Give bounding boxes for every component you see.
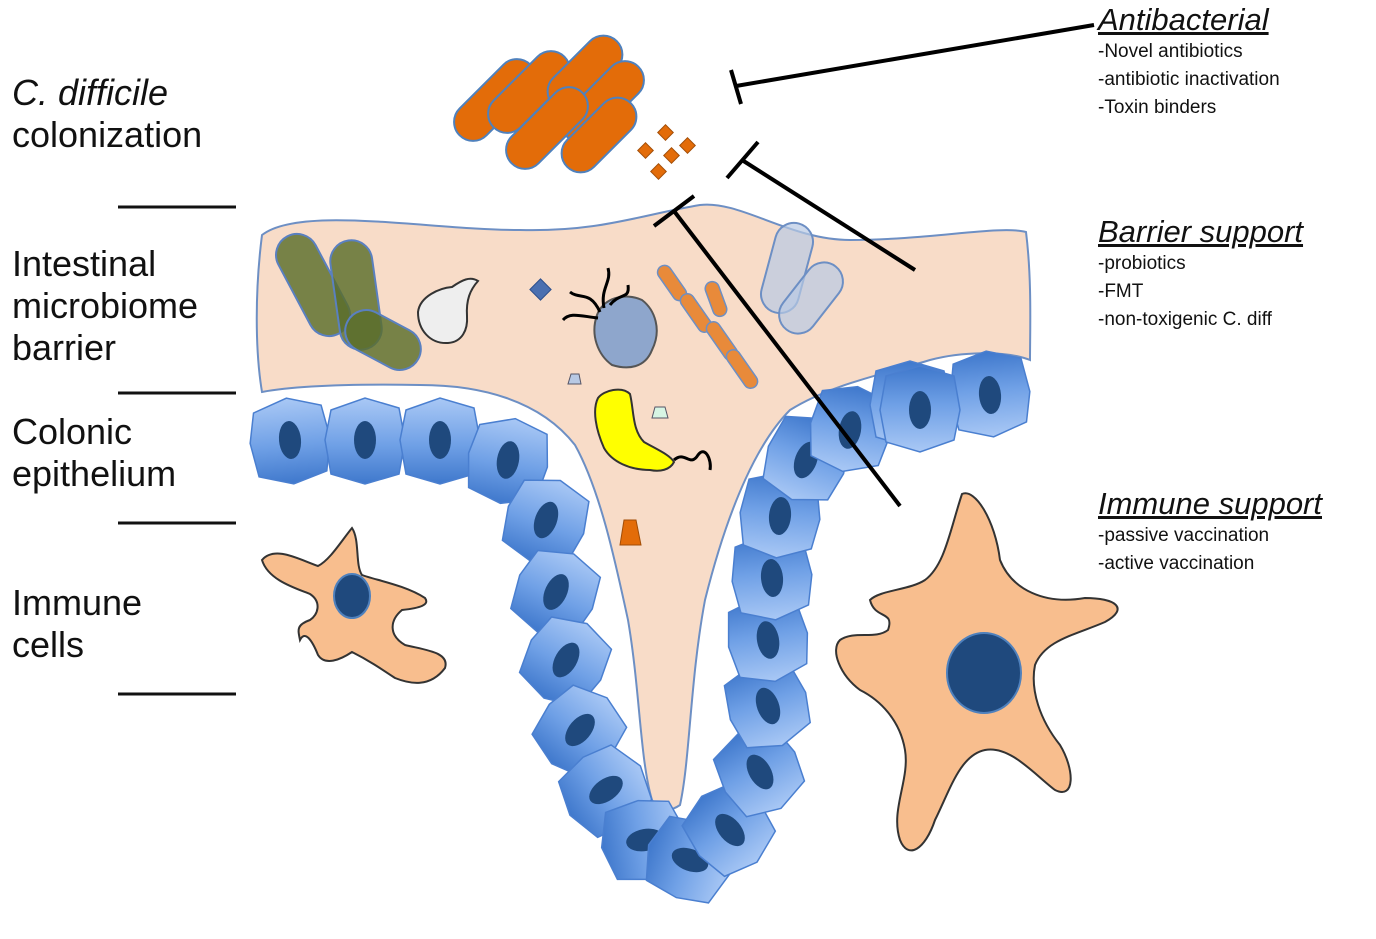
molecule-small-green bbox=[652, 407, 668, 418]
barrier-inhibition-bar bbox=[727, 142, 758, 178]
immune-cell-small bbox=[262, 528, 446, 683]
antibacterial-heading: Antibacterial bbox=[1098, 2, 1280, 38]
cdiff-toxins bbox=[638, 125, 696, 180]
barrier-support-heading: Barrier support bbox=[1098, 214, 1303, 250]
label-cdiff-species: C. difficile bbox=[12, 72, 202, 114]
label-colonic-epithelium: Colonic epithelium bbox=[12, 411, 176, 495]
epithelial-cell bbox=[880, 366, 960, 452]
immune-support-item: -active vaccination bbox=[1098, 550, 1322, 578]
antibacterial-inhibition-line bbox=[736, 25, 1094, 86]
label-line: cells bbox=[12, 624, 142, 666]
nucleus bbox=[909, 391, 931, 429]
toxin-particle bbox=[638, 143, 654, 159]
nucleus bbox=[429, 421, 451, 459]
antibacterial-item: -Toxin binders bbox=[1098, 94, 1280, 122]
label-line: barrier bbox=[12, 327, 198, 369]
label-microbiome-barrier: Intestinal microbiome barrier bbox=[12, 243, 198, 369]
label-line: Intestinal bbox=[12, 243, 198, 285]
barrier-support-item: -non-toxigenic C. diff bbox=[1098, 306, 1303, 334]
antibacterial-block: Antibacterial -Novel antibiotics -antibi… bbox=[1098, 2, 1280, 122]
nucleus bbox=[354, 421, 376, 459]
immune-support-item: -passive vaccination bbox=[1098, 522, 1322, 550]
label-line: epithelium bbox=[12, 453, 176, 495]
antibacterial-item: -antibiotic inactivation bbox=[1098, 66, 1280, 94]
toxin-particle bbox=[680, 138, 696, 154]
barrier-support-item: -probiotics bbox=[1098, 250, 1303, 278]
immune-cell-large bbox=[836, 493, 1118, 850]
label-immune-cells: Immune cells bbox=[12, 582, 142, 666]
toxin-particle bbox=[664, 148, 680, 164]
immune-support-heading: Immune support bbox=[1098, 486, 1322, 522]
toxin-particle bbox=[658, 125, 674, 141]
toxin-particle bbox=[651, 164, 667, 180]
immune-support-block: Immune support -passive vaccination -act… bbox=[1098, 486, 1322, 578]
cdiff-bacteria-cluster bbox=[446, 28, 652, 181]
barrier-support-item: -FMT bbox=[1098, 278, 1303, 306]
epithelial-cell bbox=[246, 395, 333, 488]
epithelial-cell bbox=[325, 398, 405, 484]
epithelial-cell bbox=[946, 348, 1033, 441]
label-cdiff-colonization: C. difficile colonization bbox=[12, 72, 202, 156]
label-line: Colonic bbox=[12, 411, 176, 453]
label-line: microbiome bbox=[12, 285, 198, 327]
label-line: Immune bbox=[12, 582, 142, 624]
barrier-support-block: Barrier support -probiotics -FMT -non-to… bbox=[1098, 214, 1303, 334]
label-colonization: colonization bbox=[12, 114, 202, 156]
antibacterial-item: -Novel antibiotics bbox=[1098, 38, 1280, 66]
